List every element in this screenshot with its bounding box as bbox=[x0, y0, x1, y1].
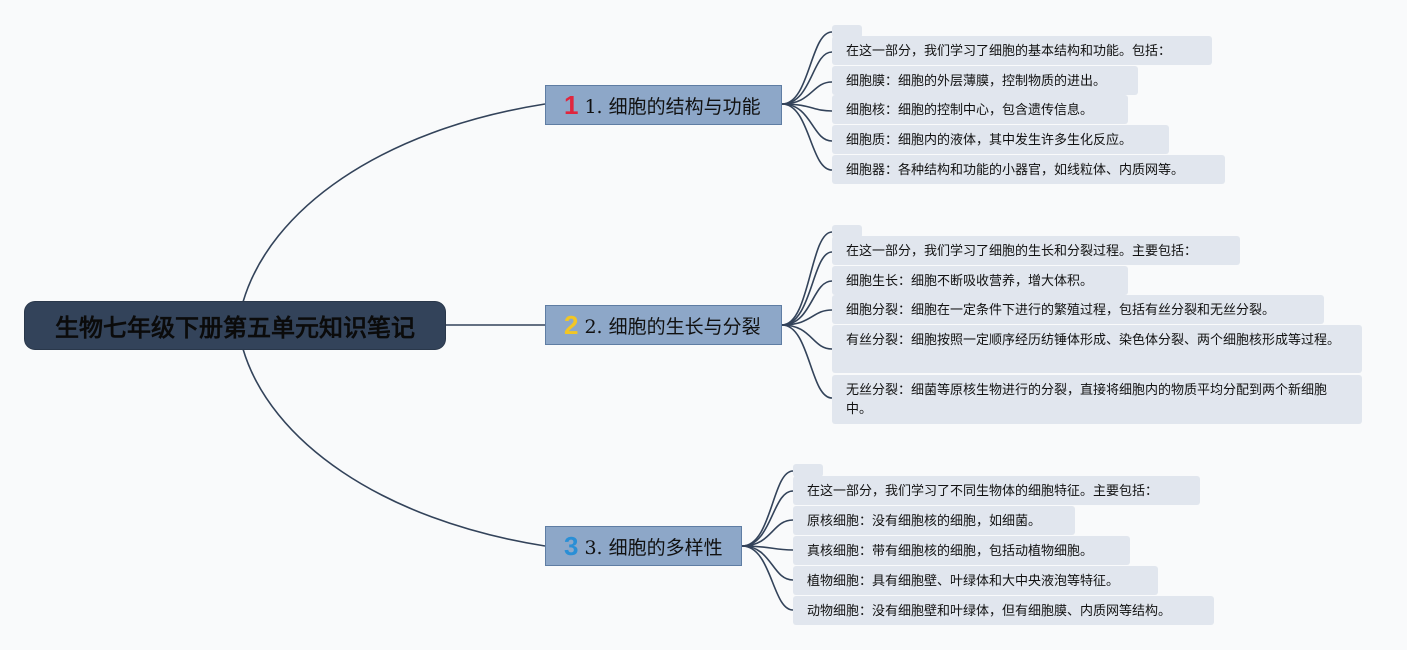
subtopic-text: 植物细胞：具有细胞壁、叶绿体和大中央液泡等特征。 bbox=[807, 574, 1120, 589]
subtopic-item[interactable]: 在这一部分，我们学习了细胞的基本结构和功能。包括： bbox=[832, 36, 1212, 65]
subtopic-item[interactable]: 细胞生长：细胞不断吸收营养，增大体积。 bbox=[832, 266, 1128, 295]
root-title: 生物七年级下册第五单元知识笔记 bbox=[55, 314, 415, 342]
subtopic-text: 动物细胞：没有细胞壁和叶绿体，但有细胞膜、内质网等结构。 bbox=[807, 604, 1172, 619]
subtopic-item[interactable]: 原核细胞：没有细胞核的细胞，如细菌。 bbox=[793, 506, 1075, 535]
subtopic-item[interactable]: 细胞器：各种结构和功能的小器官，如线粒体、内质网等。 bbox=[832, 155, 1225, 184]
branch-label: 3. 细胞的多样性 bbox=[584, 536, 723, 559]
subtopic-item[interactable]: 动物细胞：没有细胞壁和叶绿体，但有细胞膜、内质网等结构。 bbox=[793, 596, 1214, 625]
subtopic-text: 细胞器：各种结构和功能的小器官，如线粒体、内质网等。 bbox=[846, 163, 1185, 178]
subtopic-item[interactable]: 细胞膜：细胞的外层薄膜，控制物质的进出。 bbox=[832, 66, 1138, 95]
subtopic-text: 细胞质：细胞内的液体，其中发生许多生化反应。 bbox=[846, 133, 1133, 148]
subtopic-item[interactable]: 真核细胞：带有细胞核的细胞，包括动植物细胞。 bbox=[793, 536, 1130, 565]
subtopic-text: 有丝分裂：细胞按照一定顺序经历纺锤体形成、染色体分裂、两个细胞核形成等过程。 bbox=[846, 333, 1341, 348]
empty-subtopic[interactable] bbox=[832, 25, 862, 38]
subtopic-text: 原核细胞：没有细胞核的细胞，如细菌。 bbox=[807, 514, 1042, 529]
subtopic-text: 细胞核：细胞的控制中心，包含遗传信息。 bbox=[846, 103, 1094, 118]
connector-root-branch-1 bbox=[242, 103, 546, 303]
subtopic-text: 在这一部分，我们学习了细胞的基本结构和功能。包括： bbox=[846, 44, 1172, 59]
subtopic-item[interactable]: 植物细胞：具有细胞壁、叶绿体和大中央液泡等特征。 bbox=[793, 566, 1158, 595]
subtopic-item[interactable]: 细胞分裂：细胞在一定条件下进行的繁殖过程，包括有丝分裂和无丝分裂。 bbox=[832, 295, 1324, 324]
subtopic-item[interactable]: 在这一部分，我们学习了不同生物体的细胞特征。主要包括： bbox=[793, 476, 1200, 505]
subtopic-item[interactable]: 无丝分裂：细菌等原核生物进行的分裂，直接将细胞内的物质平均分配到两个新细胞中。 bbox=[832, 375, 1362, 424]
subtopic-item[interactable]: 在这一部分，我们学习了细胞的生长和分裂过程。主要包括： bbox=[832, 236, 1240, 265]
subtopic-text: 在这一部分，我们学习了细胞的生长和分裂过程。主要包括： bbox=[846, 244, 1198, 259]
subtopic-text: 真核细胞：带有细胞核的细胞，包括动植物细胞。 bbox=[807, 544, 1094, 559]
number-1-icon: 1 bbox=[564, 90, 579, 120]
root-topic[interactable]: 生物七年级下册第五单元知识笔记 bbox=[25, 302, 445, 349]
branch-label: 1. 细胞的结构与功能 bbox=[584, 95, 761, 118]
connector-root-branch-3 bbox=[242, 348, 546, 547]
empty-subtopic[interactable] bbox=[832, 225, 862, 238]
subtopic-text: 细胞生长：细胞不断吸收营养，增大体积。 bbox=[846, 274, 1094, 289]
number-2-icon: 2 bbox=[564, 310, 579, 340]
subtopic-text: 无丝分裂：细菌等原核生物进行的分裂，直接将细胞内的物质平均分配到两个新细胞中。 bbox=[846, 383, 1328, 417]
subtopic-item[interactable]: 细胞质：细胞内的液体，其中发生许多生化反应。 bbox=[832, 125, 1169, 154]
subtopic-item[interactable]: 细胞核：细胞的控制中心，包含遗传信息。 bbox=[832, 95, 1128, 124]
branch-topic-2[interactable]: 2 2. 细胞的生长与分裂 bbox=[545, 305, 782, 345]
subtopic-text: 细胞膜：细胞的外层薄膜，控制物质的进出。 bbox=[846, 74, 1107, 89]
subtopic-text: 细胞分裂：细胞在一定条件下进行的繁殖过程，包括有丝分裂和无丝分裂。 bbox=[846, 303, 1276, 318]
subtopic-text: 在这一部分，我们学习了不同生物体的细胞特征。主要包括： bbox=[807, 484, 1159, 499]
branch-topic-1[interactable]: 1 1. 细胞的结构与功能 bbox=[545, 85, 782, 125]
subtopic-item[interactable]: 有丝分裂：细胞按照一定顺序经历纺锤体形成、染色体分裂、两个细胞核形成等过程。 bbox=[832, 325, 1362, 373]
empty-subtopic[interactable] bbox=[793, 464, 823, 477]
number-3-icon: 3 bbox=[564, 531, 579, 561]
branch-label: 2. 细胞的生长与分裂 bbox=[584, 315, 761, 338]
branch-topic-3[interactable]: 3 3. 细胞的多样性 bbox=[545, 526, 742, 566]
